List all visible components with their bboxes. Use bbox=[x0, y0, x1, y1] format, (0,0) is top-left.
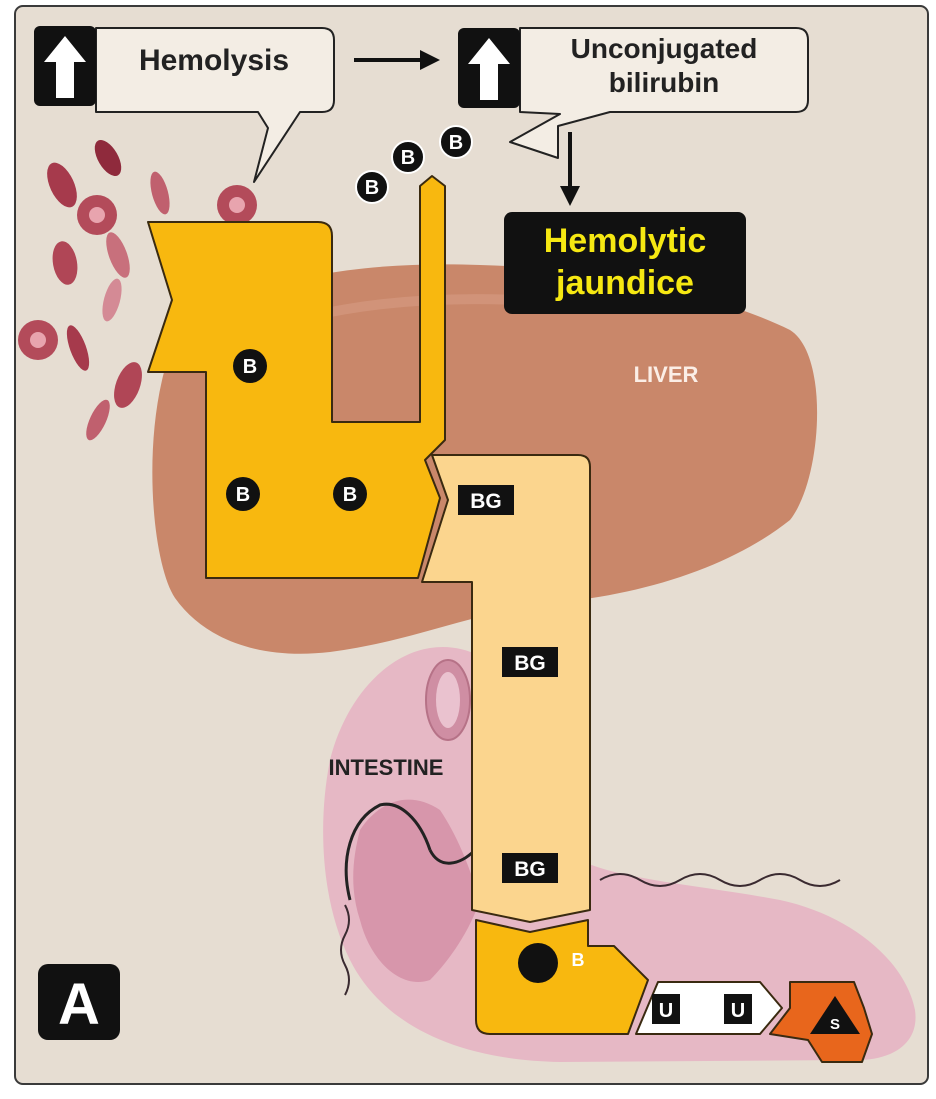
bilirubin-label: B bbox=[449, 132, 463, 154]
hemolytic-jaundice-box: Hemolytic jaundice bbox=[504, 212, 746, 314]
bilirubin-label: B bbox=[365, 177, 379, 199]
urobilinogen-label: U bbox=[724, 994, 752, 1024]
bilirubin-label: B bbox=[343, 484, 357, 506]
up-arrow-icon bbox=[458, 28, 520, 108]
bilirubin-label: B bbox=[243, 356, 257, 378]
bilirubin-molecule: B bbox=[226, 477, 260, 511]
bilirubin-molecule: B bbox=[440, 126, 472, 158]
bilirubin-glucuronide-label: BG bbox=[458, 485, 514, 515]
svg-text:BG: BG bbox=[514, 652, 546, 675]
panel-letter: A bbox=[58, 972, 100, 1037]
bilirubin-label: B bbox=[236, 484, 250, 506]
hemolytic-jaundice-line1: Hemolytic bbox=[544, 222, 707, 260]
panel-letter-badge: A bbox=[38, 964, 120, 1040]
bilirubin-glucuronide-label: BG bbox=[502, 853, 558, 883]
intestine-label: INTESTINE bbox=[329, 755, 444, 780]
bilirubin-label: B bbox=[401, 147, 415, 169]
bilirubin-molecule: B bbox=[356, 171, 388, 203]
hemolytic-jaundice-line2: jaundice bbox=[555, 264, 694, 302]
hemolysis-label: Hemolysis bbox=[139, 44, 289, 77]
red-blood-cell-icon bbox=[217, 185, 257, 225]
bilirubin-molecule: B bbox=[392, 141, 424, 173]
bilirubin-glucuronide-label: BG bbox=[502, 647, 558, 677]
svg-text:BG: BG bbox=[514, 858, 546, 881]
liver-label: LIVER bbox=[634, 362, 699, 387]
svg-text:U: U bbox=[731, 1000, 745, 1022]
svg-text:BG: BG bbox=[470, 490, 502, 513]
bilirubin-molecule: B bbox=[233, 349, 267, 383]
intestinal-bilirubin-label: B bbox=[572, 950, 585, 970]
unconjugated-label-line2: bilirubin bbox=[609, 67, 719, 98]
urobilinogen-label: U bbox=[652, 994, 680, 1024]
unconjugated-label-line1: Unconjugated bbox=[571, 33, 758, 64]
bilirubin-molecule: B bbox=[333, 477, 367, 511]
svg-text:S: S bbox=[830, 1016, 840, 1033]
up-arrow-icon bbox=[34, 26, 96, 106]
svg-text:U: U bbox=[659, 1000, 673, 1022]
red-blood-cell-icon bbox=[18, 320, 58, 360]
red-blood-cell-icon bbox=[77, 195, 117, 235]
